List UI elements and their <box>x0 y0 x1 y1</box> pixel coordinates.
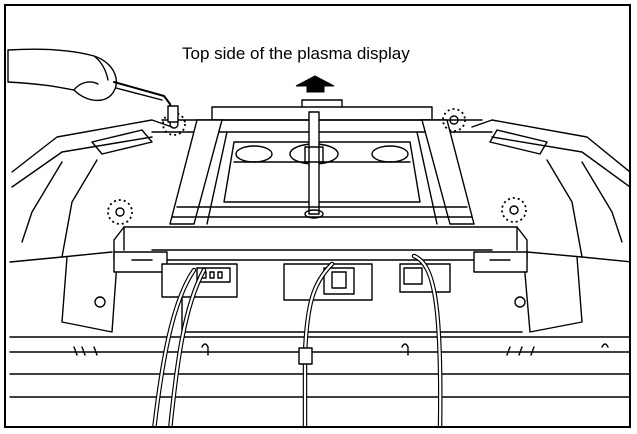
screw-marker-bottom-right <box>501 197 527 223</box>
top-side-caption: Top side of the plasma display <box>182 44 410 63</box>
cables <box>152 253 443 426</box>
hand-with-hex-wrench-icon <box>7 48 179 123</box>
screw-marker-bottom-left <box>107 199 133 225</box>
figure-frame: Top side of the plasma display <box>4 4 631 428</box>
screw-marker-top-right <box>442 108 466 132</box>
mounting-frame <box>151 99 493 225</box>
crossbar <box>113 226 528 273</box>
up-arrow-icon <box>295 75 335 93</box>
plasma-display-installation-drawing <box>7 48 629 426</box>
